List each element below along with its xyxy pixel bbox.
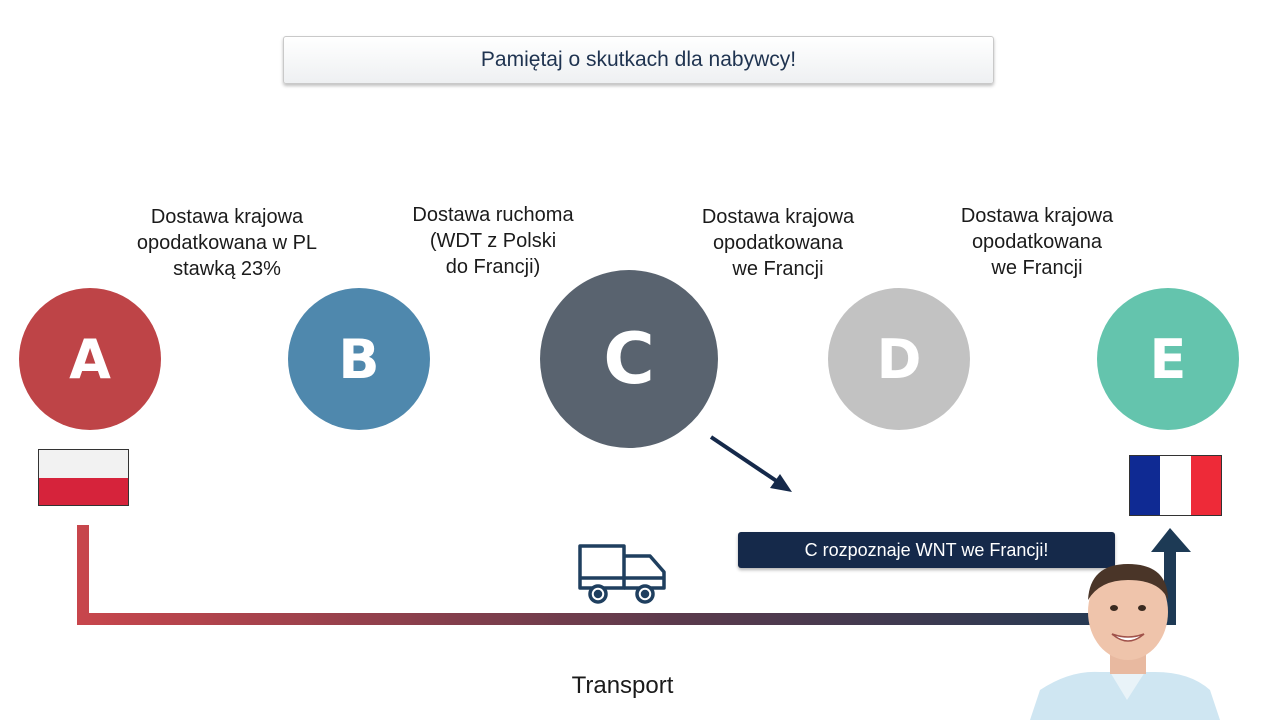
- party-c-letter: C: [603, 318, 655, 400]
- pointer-arrow-icon: [709, 435, 792, 492]
- poland-flag-icon: [38, 449, 129, 506]
- reminder-banner: Pamiętaj o skutkach dla nabywcy!: [283, 36, 994, 84]
- party-e-circle: E: [1097, 288, 1239, 430]
- party-a-letter: A: [69, 327, 111, 391]
- label-party-b: Dostawa ruchoma (WDT z Polski do Francji…: [412, 204, 574, 278]
- party-d-circle: D: [828, 288, 970, 430]
- transport-flow-arrow: [77, 525, 1191, 625]
- label-party-a: Dostawa krajowa opodatkowana w PL stawką…: [136, 206, 318, 280]
- transport-label: Transport: [571, 672, 674, 699]
- wnt-callout-text: C rozpoznaje WNT we Francji!: [804, 539, 1049, 560]
- reminder-banner-text: Pamiętaj o skutkach dla nabywcy!: [480, 48, 797, 71]
- party-e-letter: E: [1149, 327, 1187, 391]
- label-party-c: Dostawa krajowa opodatkowana we Francji: [701, 206, 855, 280]
- party-a-circle: A: [19, 288, 161, 430]
- party-d-letter: D: [876, 327, 922, 391]
- france-flag-icon: [1129, 455, 1222, 516]
- party-b-circle: B: [288, 288, 430, 430]
- label-party-d: Dostawa krajowa opodatkowana we Francji: [960, 205, 1114, 279]
- wnt-callout: C rozpoznaje WNT we Francji!: [738, 532, 1115, 568]
- truck-icon: [578, 544, 666, 604]
- party-c-circle: C: [540, 270, 718, 448]
- presenter-video: [1030, 564, 1220, 720]
- party-b-letter: B: [338, 327, 380, 391]
